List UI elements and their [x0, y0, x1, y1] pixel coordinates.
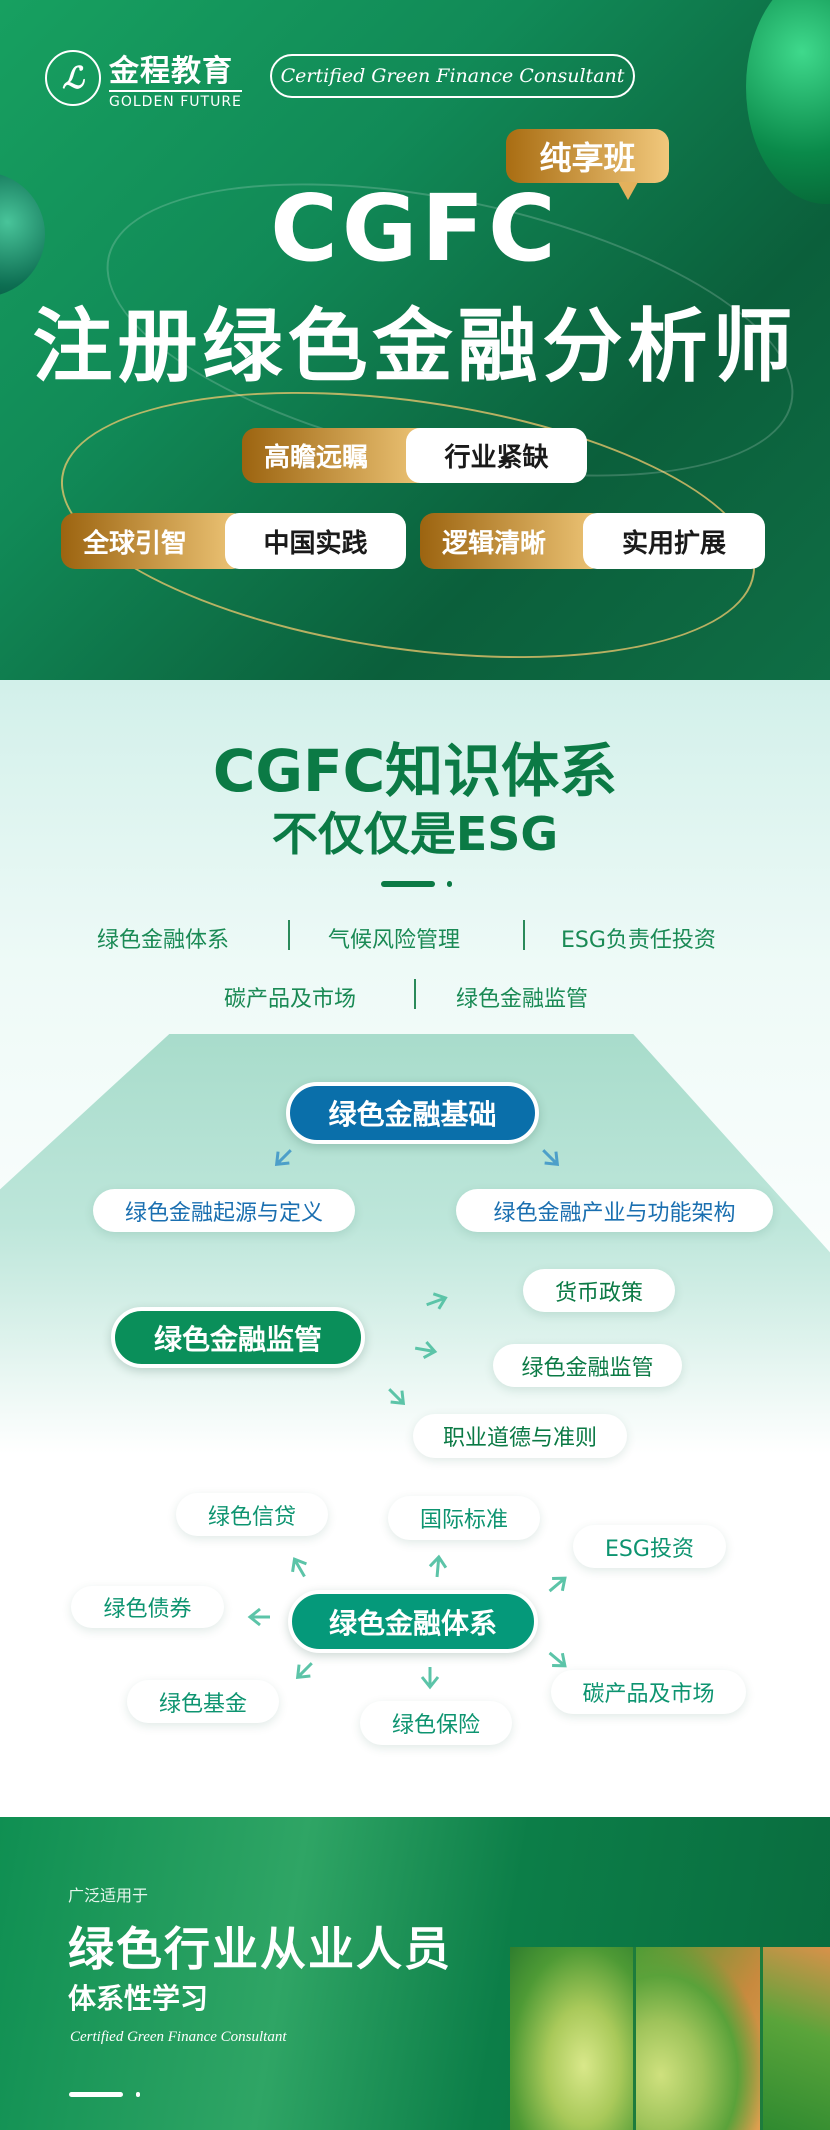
- arrow-icon: [548, 1651, 567, 1668]
- photo-panel: [763, 1947, 830, 2130]
- leaf-system: 国际标准: [388, 1496, 540, 1540]
- arrow-icon: [247, 1607, 270, 1627]
- certification-pill: Certified Green Finance Consultant: [270, 54, 635, 98]
- logo-name-cn: 金程教育: [109, 54, 233, 89]
- butterfly-photo: [510, 1947, 830, 2130]
- logo-name-en: GOLDEN FUTURE: [109, 90, 242, 110]
- topic: 碳产品及市场: [224, 987, 357, 1012]
- title-cn: 注册绿色金融分析师: [32, 300, 798, 393]
- arrow-icon: [548, 1576, 567, 1593]
- badge-tail: [618, 182, 638, 200]
- leaf-system: 碳产品及市场: [551, 1670, 746, 1714]
- tag-gold: 逻辑清晰: [420, 513, 605, 569]
- arrow-icon: [426, 1292, 448, 1310]
- knowledge-section: CGFC知识体系 不仅仅是ESG 绿色金融体系 气候风险管理 ESG负责任投资 …: [0, 680, 830, 1817]
- class-badge: 纯享班: [506, 129, 669, 183]
- photo-panel: [636, 1947, 760, 2130]
- arrow-icon: [388, 1388, 406, 1406]
- audience-subtitle: 体系性学习: [68, 1982, 209, 2015]
- tag-gold: 全球引智: [61, 513, 246, 569]
- arrow-icon: [428, 1554, 448, 1578]
- tag-white: 中国实践: [225, 513, 406, 569]
- leaf-regulation: 货币政策: [523, 1269, 675, 1312]
- leaf-foundation: 绿色金融起源与定义: [93, 1189, 355, 1232]
- divider-dot: [136, 2092, 140, 2097]
- audience-banner: 广泛适用于 绿色行业从业人员 体系性学习 Certified Green Fin…: [0, 1817, 830, 2130]
- divider-bar: [381, 881, 435, 887]
- section-title: CGFC知识体系: [212, 737, 618, 805]
- divider-dot: [447, 881, 452, 887]
- tag-white: 实用扩展: [583, 513, 765, 569]
- topic: ESG负责任投资: [561, 928, 716, 953]
- leaf-system: ESG投资: [573, 1525, 726, 1568]
- tag-white: 行业紧缺: [406, 428, 587, 483]
- audience-tagline: Certified Green Finance Consultant: [70, 2029, 287, 2045]
- divider-bar: [69, 2092, 123, 2097]
- topic-separator: [288, 920, 290, 950]
- topic-separator: [523, 920, 525, 950]
- decorative-sphere-right: [746, 0, 830, 204]
- leaf-system: 绿色保险: [360, 1701, 512, 1745]
- logo-emblem-icon: ℒ: [45, 50, 101, 106]
- arrow-icon: [295, 1662, 313, 1680]
- section-subtitle: 不仅仅是ESG: [271, 807, 559, 861]
- leaf-regulation: 职业道德与准则: [413, 1414, 627, 1458]
- arrow-icon: [291, 1557, 307, 1578]
- topic: 绿色金融体系: [97, 928, 230, 953]
- node-regulation: 绿色金融监管: [111, 1307, 365, 1368]
- tag-gold: 高瞻远瞩: [242, 428, 432, 483]
- hero-banner: ℒ 金程教育 GOLDEN FUTURE Certified Green Fin…: [0, 0, 830, 680]
- title-en: CGFC: [270, 175, 560, 282]
- logo: ℒ 金程教育 GOLDEN FUTURE: [45, 46, 242, 110]
- leaf-system: 绿色信贷: [176, 1493, 328, 1536]
- node-foundation: 绿色金融基础: [286, 1082, 539, 1144]
- arrow-icon: [414, 1340, 438, 1360]
- leaf-regulation: 绿色金融监管: [493, 1344, 682, 1387]
- audience-title: 绿色行业从业人员: [68, 1922, 452, 1976]
- audience-kicker: 广泛适用于: [68, 1886, 149, 1905]
- leaf-system: 绿色债券: [71, 1586, 224, 1628]
- arrow-icon: [420, 1667, 440, 1690]
- arrow-icon: [542, 1149, 560, 1167]
- topic: 绿色金融监管: [456, 987, 589, 1012]
- topic-separator: [414, 979, 416, 1009]
- photo-panel: [510, 1947, 633, 2130]
- node-system: 绿色金融体系: [288, 1590, 538, 1653]
- arrow-icon: [274, 1149, 292, 1167]
- topic: 气候风险管理: [328, 928, 461, 953]
- leaf-system: 绿色基金: [127, 1680, 279, 1723]
- leaf-foundation: 绿色金融产业与功能架构: [456, 1189, 773, 1232]
